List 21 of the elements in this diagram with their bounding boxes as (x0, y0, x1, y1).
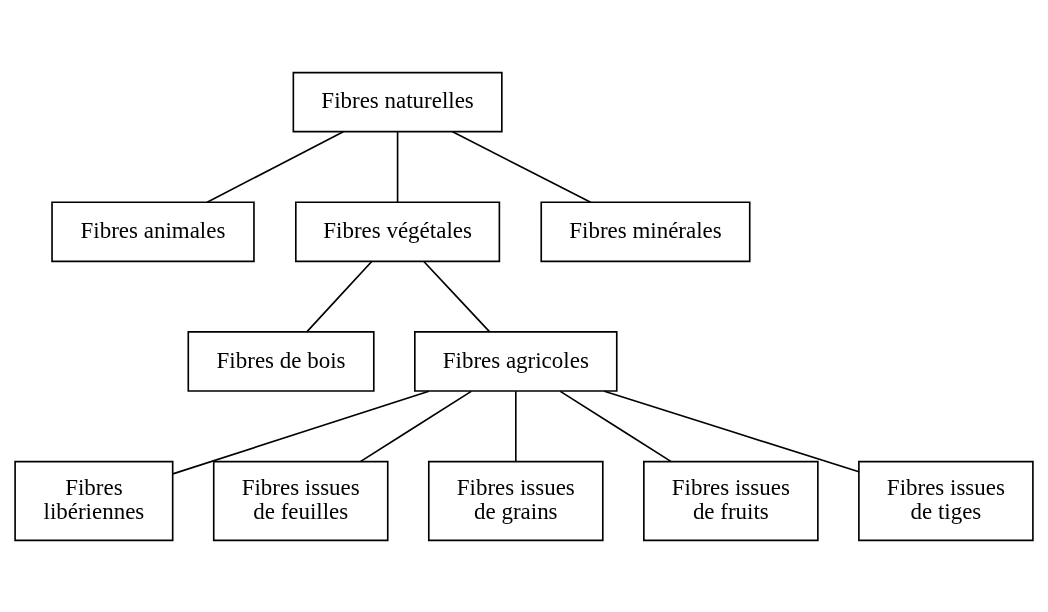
node-box: Fibres minérales (540, 200, 751, 262)
node-box: Fibres libériennes (14, 460, 174, 541)
connector (451, 130, 592, 203)
node-box: Fibres végétales (295, 200, 501, 262)
node-box: Fibres agricoles (414, 330, 618, 392)
node-box: Fibres issues de feuilles (212, 460, 389, 541)
connector (603, 389, 860, 473)
connector (172, 389, 430, 475)
connector (514, 390, 517, 462)
node-box: Fibres issues de grains (427, 460, 604, 541)
connector (306, 260, 373, 333)
connector (559, 390, 672, 462)
connector (206, 130, 345, 203)
node-box: Fibres animales (51, 200, 255, 262)
connector (423, 260, 491, 333)
connector (396, 130, 399, 203)
node-box: Fibres naturelles (292, 71, 503, 132)
node-box: Fibres de bois (187, 330, 375, 392)
node-box: Fibres issues de fruits (643, 460, 819, 541)
connector (359, 390, 473, 462)
node-box: Fibres issues de tiges (858, 460, 1034, 541)
